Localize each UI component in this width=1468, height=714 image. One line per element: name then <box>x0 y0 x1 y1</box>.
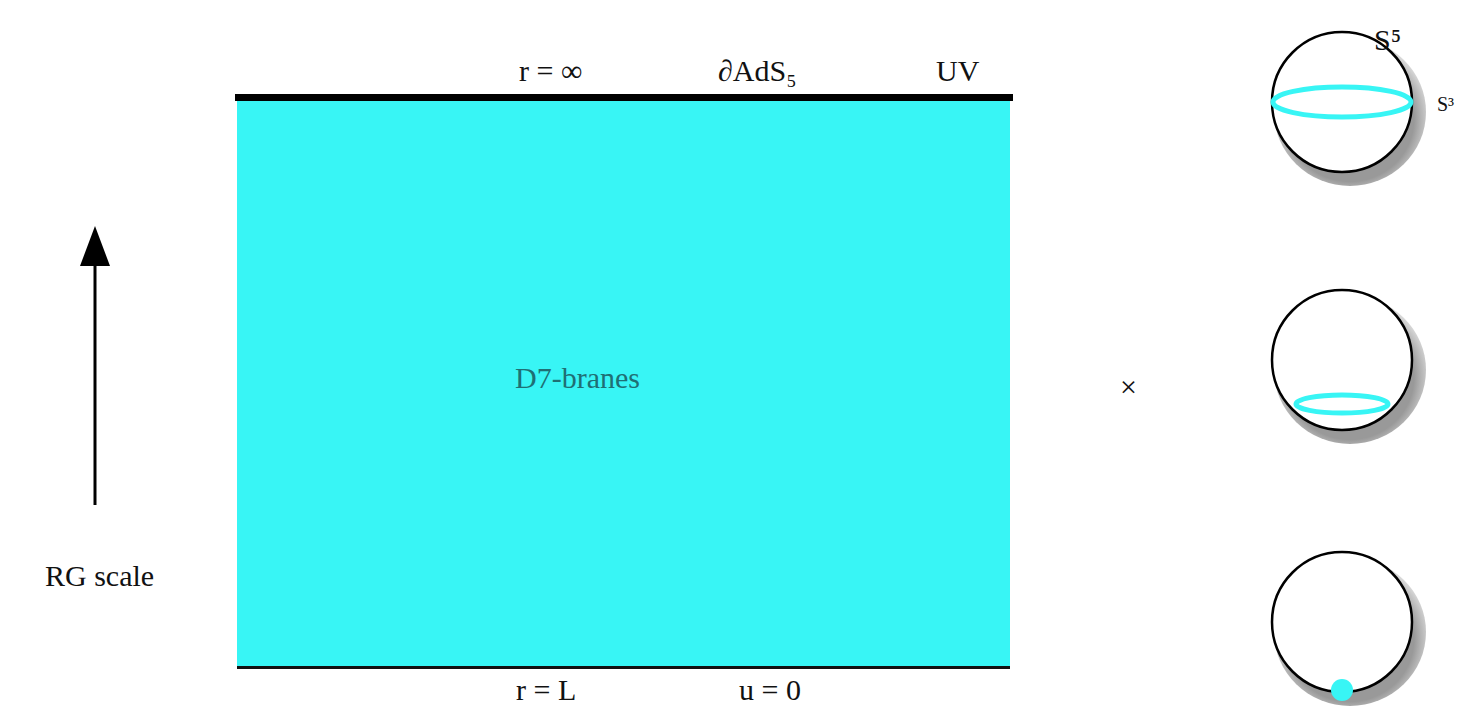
product-symbol: × <box>1120 372 1137 402</box>
boundary-line <box>235 94 1013 101</box>
sphere <box>1272 552 1426 706</box>
axis-label: RG scale <box>45 561 154 591</box>
radius-label: r = ∞ <box>519 56 582 86</box>
uv-label: UV <box>936 56 979 86</box>
region-label: D7-branes <box>515 363 640 393</box>
brane-region: D7-branes <box>237 101 1010 666</box>
radius-label: r = L <box>516 675 576 705</box>
sphere-label: S⁵ <box>1374 25 1401 55</box>
sphere <box>1272 32 1426 186</box>
sphere <box>1272 290 1426 444</box>
arrow-head <box>80 226 110 266</box>
sphere-label: S³ <box>1437 94 1454 114</box>
boundary-label: ∂AdS₅ <box>718 56 797 86</box>
bottom-line <box>237 666 1010 669</box>
rg-arrow <box>94 258 97 505</box>
coordinate-label: u = 0 <box>739 675 801 705</box>
